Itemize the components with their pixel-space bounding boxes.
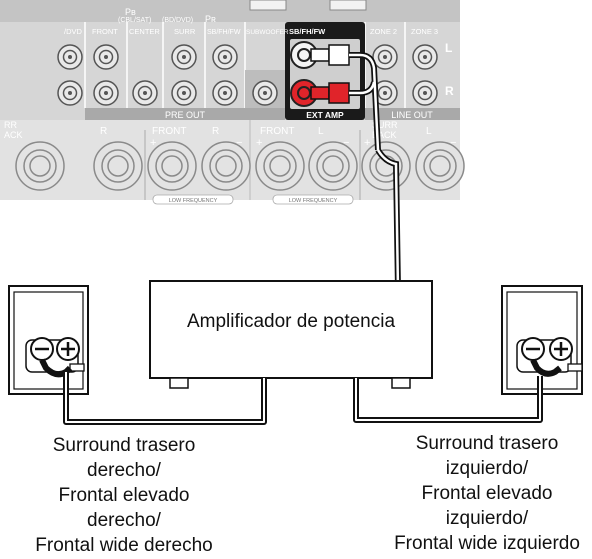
speaker-left-caption: Surround trasero derecho/ Frontal elevad…	[24, 433, 224, 558]
caption-line: derecho/	[87, 510, 161, 531]
caption-line: derecho/	[87, 460, 161, 481]
side-label-r: R	[445, 84, 454, 98]
speaker-left	[8, 285, 89, 395]
col-label-zone3: ZONE 3	[411, 27, 438, 36]
speaker-right-caption: Surround trasero izquierdo/ Frontal elev…	[382, 431, 592, 556]
spk-label-back: BACK	[372, 130, 397, 140]
caption-line: izquierdo/	[445, 458, 529, 479]
pre-out-label: PRE OUT	[165, 110, 206, 120]
caption-line: Surround trasero	[415, 433, 559, 454]
col-label-sbfhfw: SB/FH/FW	[207, 29, 241, 36]
spk-label-ack: ACK	[4, 130, 23, 140]
spk-label-rr: RR	[4, 120, 17, 130]
spk-label-r1: R	[100, 126, 107, 137]
ext-amp-label: EXT AMP	[306, 110, 344, 120]
caption-line: Surround trasero	[52, 435, 196, 456]
caption-line: Frontal elevado	[421, 483, 553, 504]
spk-label-r2: R	[212, 126, 219, 137]
pb-label: Pʙ	[125, 7, 136, 17]
panel-labels: Pʙ (CBL/SAT) (BD/DVD) Pʀ /DVD FRONT CENT…	[4, 7, 454, 140]
col-label-subwoofer: SUBWOOFER	[246, 29, 289, 36]
caption-line: Frontal wide derecho	[35, 535, 213, 556]
spk-label-l1: L	[318, 126, 324, 137]
low-frequency-label-2: LOW FREQUENCY	[289, 198, 338, 204]
caption-line: Frontal elevado	[58, 485, 190, 506]
col-label-ext-sbfhfw: SB/FH/FW	[289, 27, 326, 36]
rca-plug-red	[310, 82, 350, 104]
minus-sign-3: −	[450, 137, 456, 149]
pr-label: Pʀ	[205, 14, 216, 24]
spk-label-front2: FRONT	[260, 126, 294, 137]
power-amplifier	[149, 280, 433, 389]
plus-sign-1: +	[150, 137, 156, 149]
col-label-dvd: /DVD	[64, 27, 83, 36]
bd-dvd-label: (BD/DVD)	[162, 17, 193, 24]
col-label-zone2: ZONE 2	[370, 27, 397, 36]
minus-sign-1: −	[236, 137, 242, 149]
caption-line: izquierdo/	[445, 508, 529, 529]
line-out-label: LINE OUT	[391, 110, 433, 120]
spk-label-surr: SURR	[372, 120, 398, 130]
col-label-surr: SURR	[174, 27, 196, 36]
plus-sign-3: +	[364, 137, 370, 149]
col-label-center: CENTER	[129, 27, 160, 36]
spk-label-l2: L	[426, 126, 432, 137]
col-label-front: FRONT	[92, 27, 118, 36]
low-frequency-label-1: LOW FREQUENCY	[169, 198, 218, 204]
cbl-sat-label: (CBL/SAT)	[118, 17, 151, 24]
spk-label-front1: FRONT	[152, 126, 186, 137]
caption-line: Frontal wide izquierdo	[394, 533, 580, 554]
plus-sign-2: +	[256, 137, 262, 149]
side-label-l: L	[445, 41, 452, 55]
minus-sign-2: −	[343, 137, 349, 149]
amplifier-label: Amplificador de potencia	[186, 311, 396, 332]
